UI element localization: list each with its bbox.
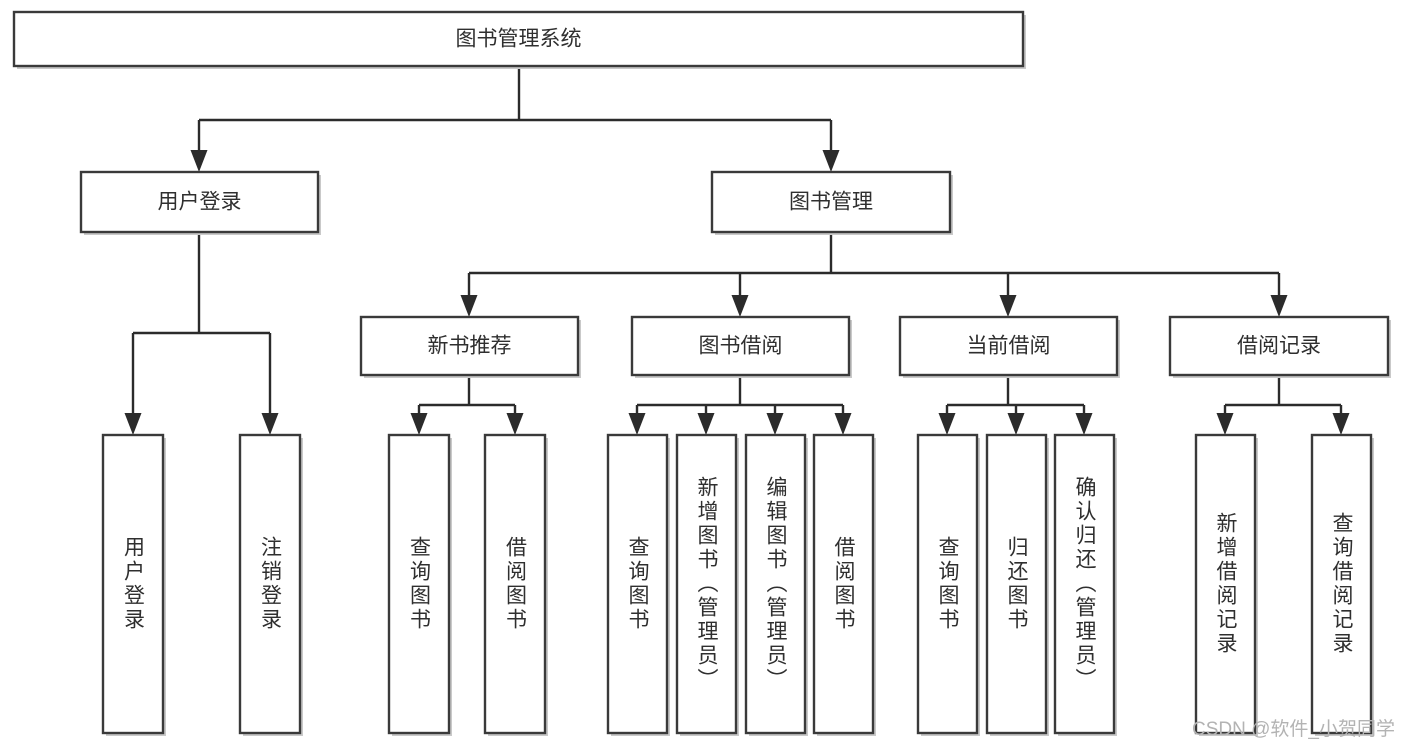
node-box-leaf-query-book-recommend[interactable] (387, 433, 451, 735)
level3-3-leaf-drop-1-arrowhead (1332, 413, 1350, 435)
level3-1-leaf-drop-3-arrowhead (834, 413, 852, 435)
level3-2-leaf-drop-2-arrowhead (1075, 413, 1093, 435)
level3-0-leaf-drop-1-arrowhead (506, 413, 524, 435)
node-box-layer (12, 10, 1391, 736)
book-manage-drop-1-arrowhead (731, 295, 749, 317)
level3-3-leaf-drop-0-arrowhead (1216, 413, 1234, 435)
root-drop-0-arrowhead (190, 150, 208, 172)
node-label-user-login: 用户登录 (158, 191, 242, 214)
node-box-current-borrow[interactable] (898, 315, 1119, 377)
level3-0-leaf-drop-0-arrowhead (410, 413, 428, 435)
level3-1-leaf-drop-2-arrowhead (766, 413, 784, 435)
user-login-drop-1-arrowhead (261, 413, 279, 435)
node-label-new-book-recommend: 新书推荐 (428, 335, 512, 358)
node-box-leaf-return-book[interactable] (985, 433, 1048, 735)
node-box-root[interactable] (12, 10, 1025, 68)
node-label-book-manage: 图书管理 (789, 191, 873, 214)
node-label-root: 图书管理系统 (456, 28, 582, 51)
node-box-new-book-recommend[interactable] (359, 315, 580, 377)
node-box-leaf-borrow-book[interactable] (812, 433, 875, 735)
csdn-watermark: CSDN @软件_小贺同学 (1192, 719, 1395, 740)
book-manage-drop-0-arrowhead (460, 295, 478, 317)
level3-1-leaf-drop-1-arrowhead (697, 413, 715, 435)
node-box-leaf-add-borrow-record[interactable] (1194, 433, 1257, 735)
node-box-leaf-add-book-admin[interactable] (675, 433, 738, 735)
node-box-leaf-user-login[interactable] (101, 433, 165, 735)
user-login-drop-0-arrowhead (124, 413, 142, 435)
node-box-leaf-borrow-book-recommend[interactable] (483, 433, 547, 735)
node-box-leaf-confirm-return-admin[interactable] (1053, 433, 1116, 735)
node-box-leaf-query-book-current[interactable] (916, 433, 979, 735)
level3-2-leaf-drop-1-arrowhead (1007, 413, 1025, 435)
book-manage-drop-2-arrowhead (999, 295, 1017, 317)
node-label-current-borrow: 当前借阅 (967, 335, 1051, 358)
node-box-leaf-edit-book-admin[interactable] (744, 433, 807, 735)
node-box-borrow-record[interactable] (1168, 315, 1390, 377)
node-box-leaf-query-borrow-record[interactable] (1310, 433, 1373, 735)
node-box-book-borrow[interactable] (630, 315, 851, 377)
root-drop-1-arrowhead (822, 150, 840, 172)
node-box-book-manage[interactable] (710, 170, 952, 234)
connector-layer (124, 66, 1350, 435)
node-label-book-borrow: 图书借阅 (699, 335, 783, 358)
level3-1-leaf-drop-0-arrowhead (628, 413, 646, 435)
node-label-borrow-record: 借阅记录 (1237, 335, 1321, 358)
level3-2-leaf-drop-0-arrowhead (938, 413, 956, 435)
node-box-leaf-logout[interactable] (238, 433, 302, 735)
node-box-user-login[interactable] (79, 170, 320, 234)
book-manage-drop-3-arrowhead (1270, 295, 1288, 317)
node-box-leaf-query-book-borrow[interactable] (606, 433, 669, 735)
